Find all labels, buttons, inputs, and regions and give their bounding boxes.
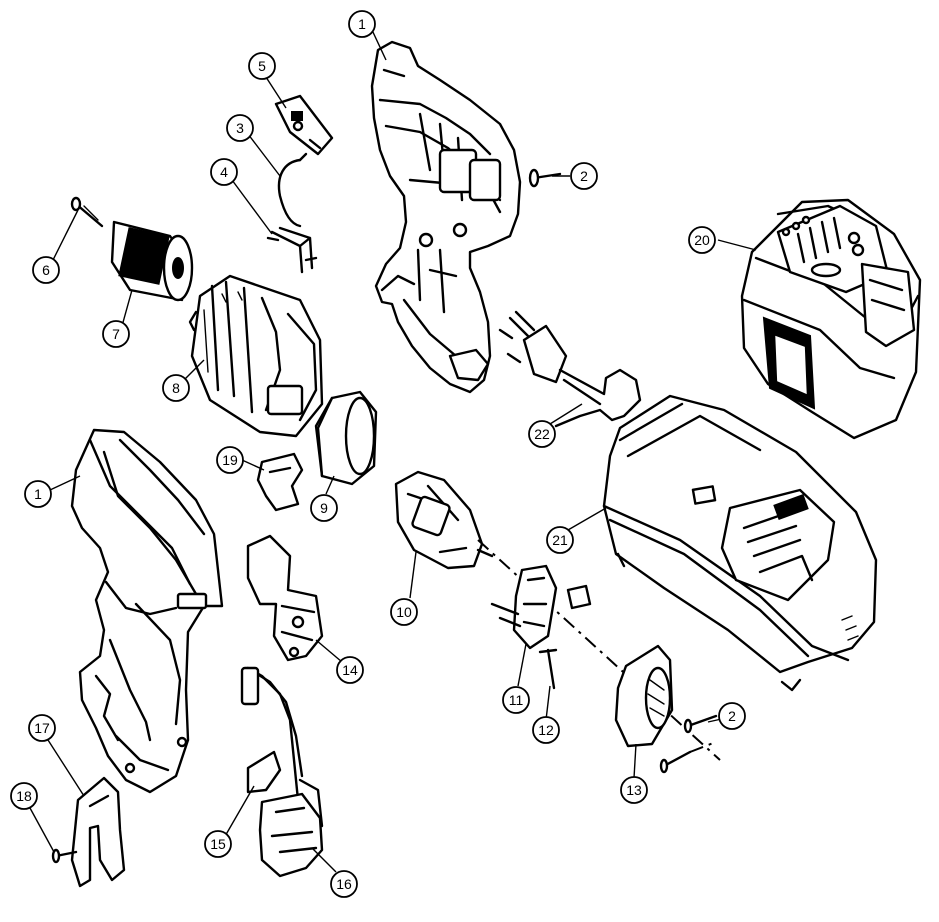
screw-lower-part: [659, 714, 718, 774]
svg-text:9: 9: [320, 500, 328, 516]
leader-chuck: [121, 289, 133, 327]
forward-reverse-lever-part: [256, 452, 304, 512]
svg-text:10: 10: [396, 604, 412, 620]
svg-text:6: 6: [42, 262, 50, 278]
svg-text:2: 2: [728, 708, 736, 724]
callout-housing-right: 1: [348, 10, 376, 38]
callout-screw-upper: 2: [570, 162, 598, 190]
battery-pack-part: [740, 198, 922, 440]
leader-chuck-screw: [51, 209, 79, 263]
callout-tab: 15: [204, 830, 232, 858]
charger-part: [602, 394, 878, 692]
leader-led-switch: [263, 73, 287, 109]
svg-text:19: 19: [222, 452, 238, 468]
callout-motor: 10: [390, 598, 418, 626]
callout-pin: 12: [532, 716, 560, 744]
callout-terminal: 16: [330, 870, 358, 898]
svg-text:20: 20: [694, 232, 710, 248]
motor-part: [394, 470, 494, 570]
leader-spring-clip: [247, 133, 281, 177]
leader-tab: [223, 785, 255, 839]
leader-motor-ring: [325, 475, 335, 495]
leader-motor: [409, 551, 417, 599]
leader-housing-right: [371, 29, 387, 61]
wire-bracket-part: [266, 226, 318, 274]
callout-led-switch: 5: [248, 52, 276, 80]
end-cap-part: [614, 644, 674, 748]
assembly-center-line: [477, 539, 721, 761]
callout-trigger: 14: [336, 656, 364, 684]
svg-text:11: 11: [509, 692, 524, 708]
callout-battery: 20: [688, 226, 716, 254]
leader-power-cord: [549, 403, 583, 425]
svg-text:22: 22: [534, 426, 550, 442]
svg-text:13: 13: [626, 782, 642, 798]
leader-battery: [717, 239, 757, 251]
led-switch-part: [274, 94, 334, 156]
callout-charger: 21: [546, 526, 574, 554]
housing-left-part: [70, 428, 224, 794]
callout-lever: 19: [216, 446, 244, 474]
chuck-screw-part: [70, 196, 104, 228]
leader-belt-clip: [47, 739, 85, 797]
svg-text:1: 1: [34, 486, 42, 502]
leader-charger: [567, 507, 607, 531]
leader-housing-left: [49, 475, 81, 491]
trigger-switch-part: [246, 534, 324, 662]
screw-upper-part: [528, 168, 562, 188]
motor-ring-part: [314, 390, 378, 486]
leader-direction-switch: [517, 643, 527, 687]
belt-clip-part: [70, 776, 126, 888]
callout-chuck: 7: [102, 320, 130, 348]
svg-text:1: 1: [358, 16, 366, 32]
svg-text:16: 16: [336, 876, 352, 892]
svg-text:14: 14: [342, 662, 358, 678]
svg-text:7: 7: [112, 326, 120, 342]
svg-text:8: 8: [172, 380, 180, 396]
spring-clip-part: [277, 152, 308, 228]
callout-gearbox: 8: [162, 374, 190, 402]
callout-clip-screw: 18: [10, 782, 38, 810]
callout-chuck-screw: 6: [32, 256, 60, 284]
leader-wire-bracket: [231, 179, 273, 235]
svg-text:17: 17: [34, 720, 50, 736]
leader-terminal: [311, 847, 337, 873]
callout-motor-ring: 9: [310, 494, 338, 522]
direction-switch-part: [490, 564, 558, 650]
gearbox-part: [188, 274, 324, 438]
svg-text:12: 12: [538, 722, 554, 738]
chuck-part: [110, 220, 194, 302]
callout-screw-lower: 2: [718, 702, 746, 730]
svg-text:5: 5: [258, 58, 266, 74]
clip-screw-part: [51, 848, 78, 864]
callout-direction-switch: 11: [502, 686, 530, 714]
callout-wire-bracket: 4: [210, 158, 238, 186]
battery-terminal-part: [240, 666, 324, 878]
power-cord-part: [498, 310, 642, 428]
svg-text:21: 21: [552, 532, 568, 548]
callout-belt-clip: 17: [28, 714, 56, 742]
pin-part: [538, 648, 558, 690]
callout-end-cap: 13: [620, 776, 648, 804]
callout-power-cord: 22: [528, 420, 556, 448]
leader-trigger: [315, 639, 343, 663]
leader-clip-screw: [29, 807, 55, 853]
housing-right-part: [370, 40, 522, 394]
svg-text:15: 15: [210, 836, 226, 852]
leader-pin: [545, 685, 551, 721]
leader-lever: [241, 459, 265, 471]
callout-housing-left: 1: [24, 480, 52, 508]
svg-text:4: 4: [220, 164, 228, 180]
svg-text:18: 18: [16, 788, 32, 804]
svg-text:3: 3: [236, 120, 244, 136]
callout-spring-clip: 3: [226, 114, 254, 142]
small-tab-part: [246, 750, 282, 794]
leader-end-cap: [633, 743, 637, 779]
small-plate-part: [566, 584, 592, 610]
svg-text:2: 2: [580, 168, 588, 184]
